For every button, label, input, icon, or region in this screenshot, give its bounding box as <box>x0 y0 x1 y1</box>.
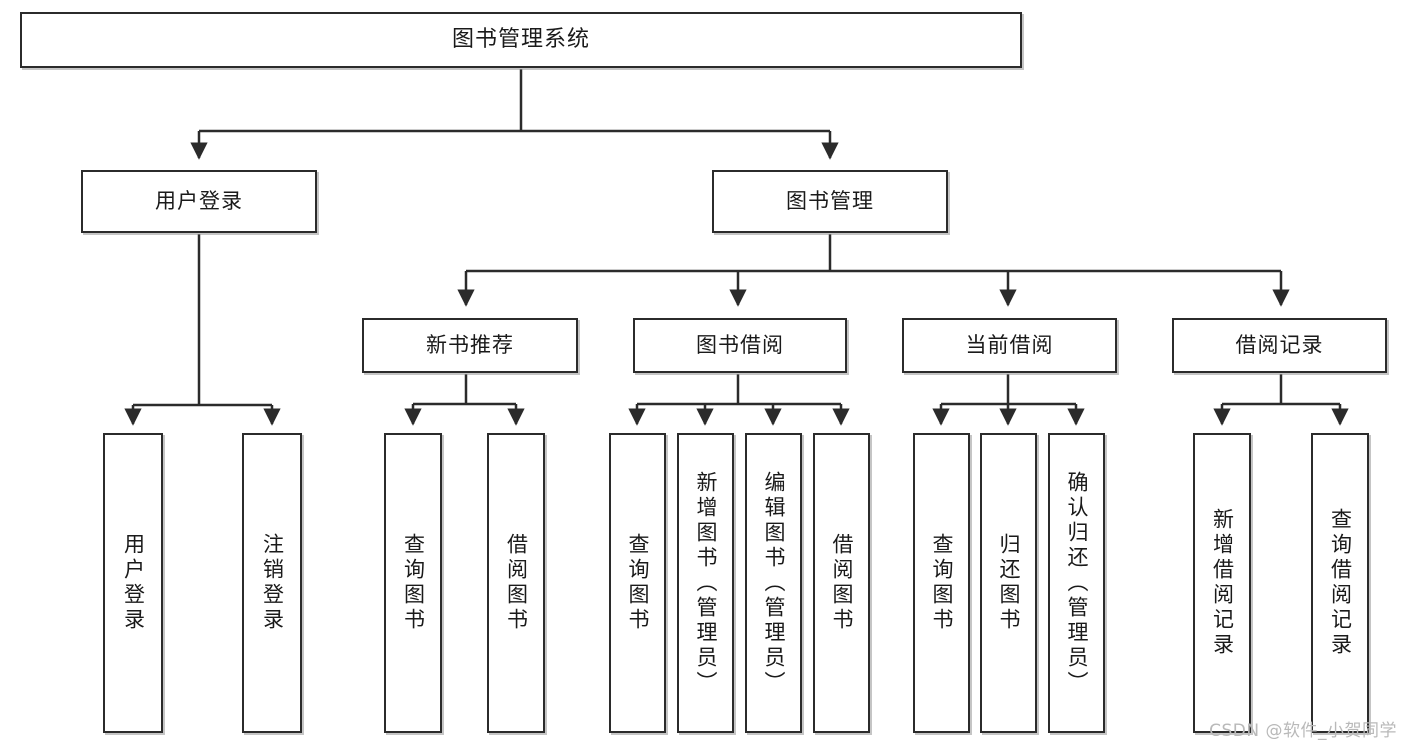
node-label: 查询图书 <box>930 533 954 633</box>
node-leaf-return-book[interactable]: 归还图书 <box>980 433 1037 733</box>
node-label: 用户登录 <box>155 189 243 214</box>
node-root-book-management-system[interactable]: 图书管理系统 <box>20 12 1022 68</box>
node-label: 图书借阅 <box>696 333 784 358</box>
node-book-borrow[interactable]: 图书借阅 <box>633 318 847 373</box>
node-leaf-query-book-borrow[interactable]: 查询图书 <box>609 433 666 733</box>
node-leaf-add-book-admin[interactable]: 新增图书（管理员） <box>677 433 734 733</box>
node-label: 图书管理系统 <box>451 27 590 53</box>
node-label: 借阅图书 <box>830 533 854 633</box>
node-label: 图书管理 <box>786 189 874 214</box>
node-label: 用户登录 <box>121 533 146 633</box>
node-leaf-borrow-book[interactable]: 借阅图书 <box>813 433 870 733</box>
node-label: 借阅记录 <box>1235 333 1324 358</box>
node-label: 查询借阅记录 <box>1328 508 1353 658</box>
node-user-login[interactable]: 用户登录 <box>81 170 317 233</box>
node-label: 注销登录 <box>260 533 285 633</box>
node-book-management[interactable]: 图书管理 <box>712 170 948 233</box>
node-leaf-confirm-return-admin[interactable]: 确认归还（管理员） <box>1048 433 1105 733</box>
csdn-watermark: CSDN @软件_小贺同学 <box>1209 721 1397 741</box>
node-current-borrow[interactable]: 当前借阅 <box>902 318 1117 373</box>
node-label: 编辑图书（管理员） <box>762 470 786 696</box>
node-label: 新增图书（管理员） <box>694 470 718 696</box>
node-leaf-query-book-recommend[interactable]: 查询图书 <box>384 433 442 733</box>
node-label: 新增借阅记录 <box>1210 508 1235 658</box>
node-label: 查询图书 <box>626 533 650 633</box>
node-leaf-query-book-current[interactable]: 查询图书 <box>913 433 970 733</box>
node-label: 当前借阅 <box>965 333 1054 358</box>
node-leaf-borrow-book-recommend[interactable]: 借阅图书 <box>487 433 545 733</box>
node-leaf-user-login[interactable]: 用户登录 <box>103 433 163 733</box>
node-label: 查询图书 <box>401 533 426 633</box>
node-leaf-query-borrow-record[interactable]: 查询借阅记录 <box>1311 433 1369 733</box>
node-borrow-record[interactable]: 借阅记录 <box>1172 318 1387 373</box>
node-label: 借阅图书 <box>504 533 529 633</box>
node-label: 新书推荐 <box>426 333 514 358</box>
node-leaf-logout-login[interactable]: 注销登录 <box>242 433 302 733</box>
node-new-book-recommend[interactable]: 新书推荐 <box>362 318 578 373</box>
node-leaf-edit-book-admin[interactable]: 编辑图书（管理员） <box>745 433 802 733</box>
node-label: 归还图书 <box>997 533 1021 633</box>
node-leaf-add-borrow-record[interactable]: 新增借阅记录 <box>1193 433 1251 733</box>
node-label: 确认归还（管理员） <box>1065 470 1089 696</box>
